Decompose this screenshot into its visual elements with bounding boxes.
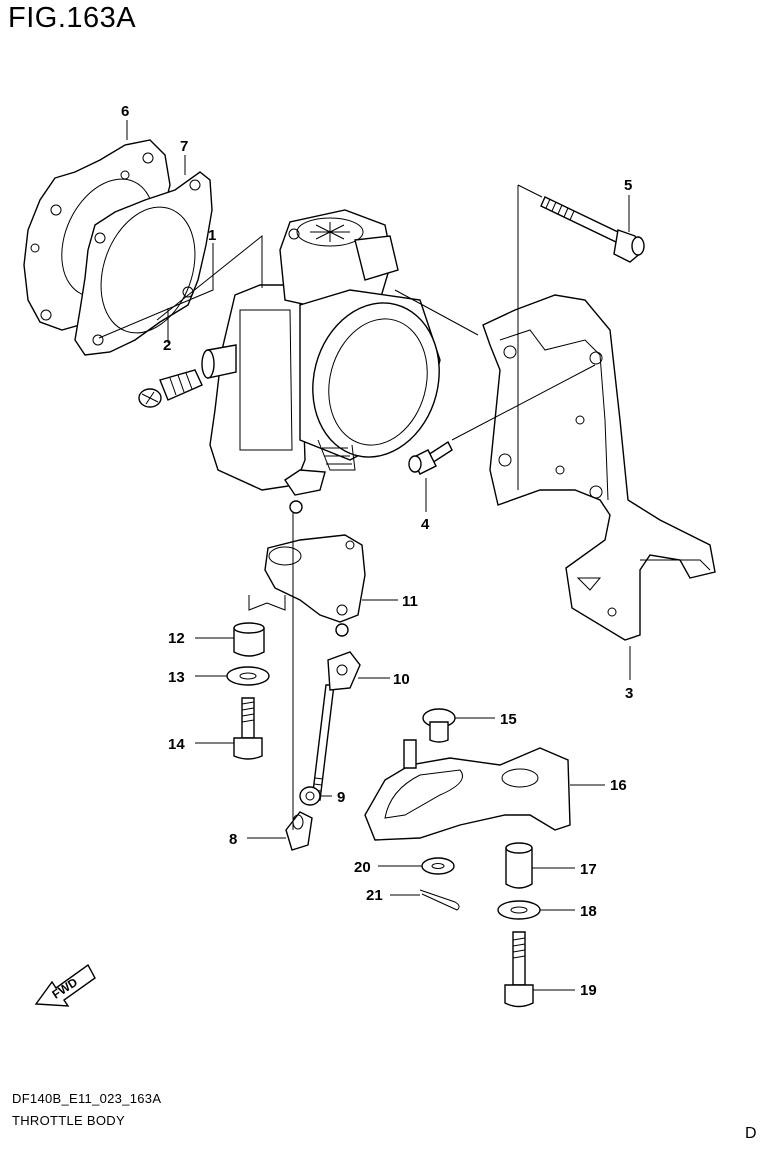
part-21-cotter-pin[interactable] xyxy=(419,889,460,911)
part-13-washer[interactable] xyxy=(226,666,270,686)
callout-10[interactable]: 10 xyxy=(393,671,410,688)
callout-14[interactable]: 14 xyxy=(168,736,185,753)
callout-1[interactable]: 1 xyxy=(208,227,216,244)
callout-4[interactable]: 4 xyxy=(421,516,430,533)
callout-12[interactable]: 12 xyxy=(168,630,185,647)
callout-6[interactable]: 6 xyxy=(121,103,129,120)
part-4-bolt[interactable] xyxy=(408,440,453,475)
figure-title: FIG.163A xyxy=(8,2,137,34)
part-10-rod[interactable] xyxy=(311,651,361,801)
part-8-joint[interactable] xyxy=(285,811,313,851)
part-12-collar[interactable] xyxy=(233,622,265,657)
fwd-arrow-icon: FWD xyxy=(34,963,96,1007)
part-11-lever[interactable] xyxy=(264,534,366,637)
part-7-gasket-plate[interactable] xyxy=(74,171,213,356)
part-14-bolt[interactable] xyxy=(233,697,263,760)
callout-5[interactable]: 5 xyxy=(624,177,632,194)
callout-15[interactable]: 15 xyxy=(500,711,517,728)
callout-3[interactable]: 3 xyxy=(625,685,633,702)
corner-mark: D xyxy=(745,1125,757,1142)
callout-16[interactable]: 16 xyxy=(610,777,627,794)
part-18-washer[interactable] xyxy=(497,900,541,920)
part-20-washer[interactable] xyxy=(421,857,455,875)
part-17-collar[interactable] xyxy=(505,842,533,889)
callout-9[interactable]: 9 xyxy=(337,789,345,806)
callout-13[interactable]: 13 xyxy=(168,669,185,686)
callout-labels: 1 2 3 4 5 6 7 8 9 10 11 12 13 14 15 16 1… xyxy=(121,103,633,999)
part-2-screw[interactable] xyxy=(138,369,203,408)
callout-8[interactable]: 8 xyxy=(229,831,237,848)
part-16-lever[interactable] xyxy=(364,739,571,841)
leader-lines xyxy=(98,120,631,991)
callout-17[interactable]: 17 xyxy=(580,861,597,878)
callout-11[interactable]: 11 xyxy=(402,593,418,610)
part-3-bracket[interactable] xyxy=(482,294,716,641)
part-9-nut[interactable] xyxy=(299,786,321,806)
part-1-throttle-body[interactable] xyxy=(201,209,456,514)
part-15-bushing[interactable] xyxy=(422,708,456,743)
callout-19[interactable]: 19 xyxy=(580,982,597,999)
callout-20[interactable]: 20 xyxy=(354,859,371,876)
part-19-bolt[interactable] xyxy=(504,931,534,1008)
figure-code: DF140B_E11_023_163A xyxy=(12,1091,162,1106)
callout-21[interactable]: 21 xyxy=(366,887,383,904)
part-5-long-bolt[interactable] xyxy=(540,196,645,263)
callout-7[interactable]: 7 xyxy=(180,138,188,155)
callout-2[interactable]: 2 xyxy=(163,337,171,354)
callout-18[interactable]: 18 xyxy=(580,903,597,920)
figure-name: THROTTLE BODY xyxy=(12,1113,125,1128)
